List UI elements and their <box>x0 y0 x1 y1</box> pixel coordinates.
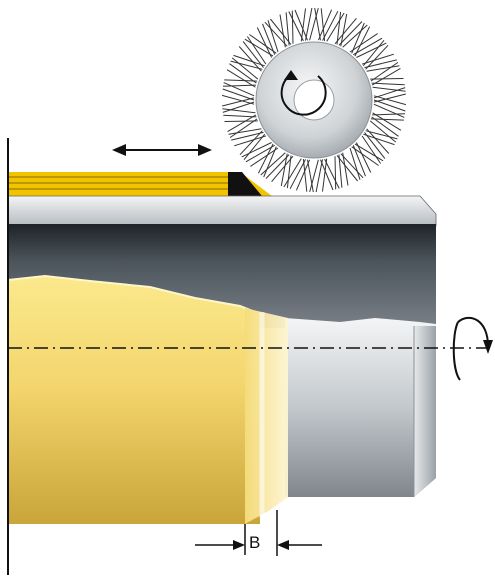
dimension-b <box>195 510 322 556</box>
bristle-tuft <box>222 57 259 88</box>
bristle-tuft <box>260 152 294 189</box>
bristle-tuft <box>361 39 400 72</box>
bristle-tuft <box>241 142 279 178</box>
pipe-top-rim <box>7 195 437 227</box>
bristle-tuft <box>244 20 279 58</box>
dimension-label-b: B <box>249 533 261 552</box>
bristle-tuft <box>221 82 255 113</box>
bristle-tuft <box>264 10 294 48</box>
bristle-tuft <box>228 128 267 161</box>
bristle-tuft <box>222 108 258 139</box>
bristle-tuft <box>361 128 398 164</box>
bristle-tuft <box>288 7 319 42</box>
bristle-tuft <box>230 36 267 72</box>
bristle-tuft <box>314 7 345 42</box>
wire-brush-wheel-icon <box>221 7 407 193</box>
bristle-tuft <box>334 152 364 190</box>
pipe-rotation-icon <box>452 316 493 381</box>
brush-hub <box>293 79 335 121</box>
bristle-tuft <box>349 22 387 58</box>
bristle-tuft <box>349 142 384 180</box>
bristle-tuft <box>283 158 314 193</box>
bristle-tuft <box>370 61 406 92</box>
feed-arrow-icon <box>112 144 212 156</box>
bristle-tuft <box>369 112 406 143</box>
bare-pipe-section <box>285 318 436 497</box>
rotation-arrow-icon <box>280 73 327 116</box>
coated-workpiece <box>8 276 260 524</box>
transition-band <box>245 308 288 524</box>
bristle-tuft <box>373 87 407 118</box>
coating-strip <box>8 172 272 196</box>
bristle-tuft <box>334 11 368 48</box>
bristle-tuft <box>309 158 340 193</box>
